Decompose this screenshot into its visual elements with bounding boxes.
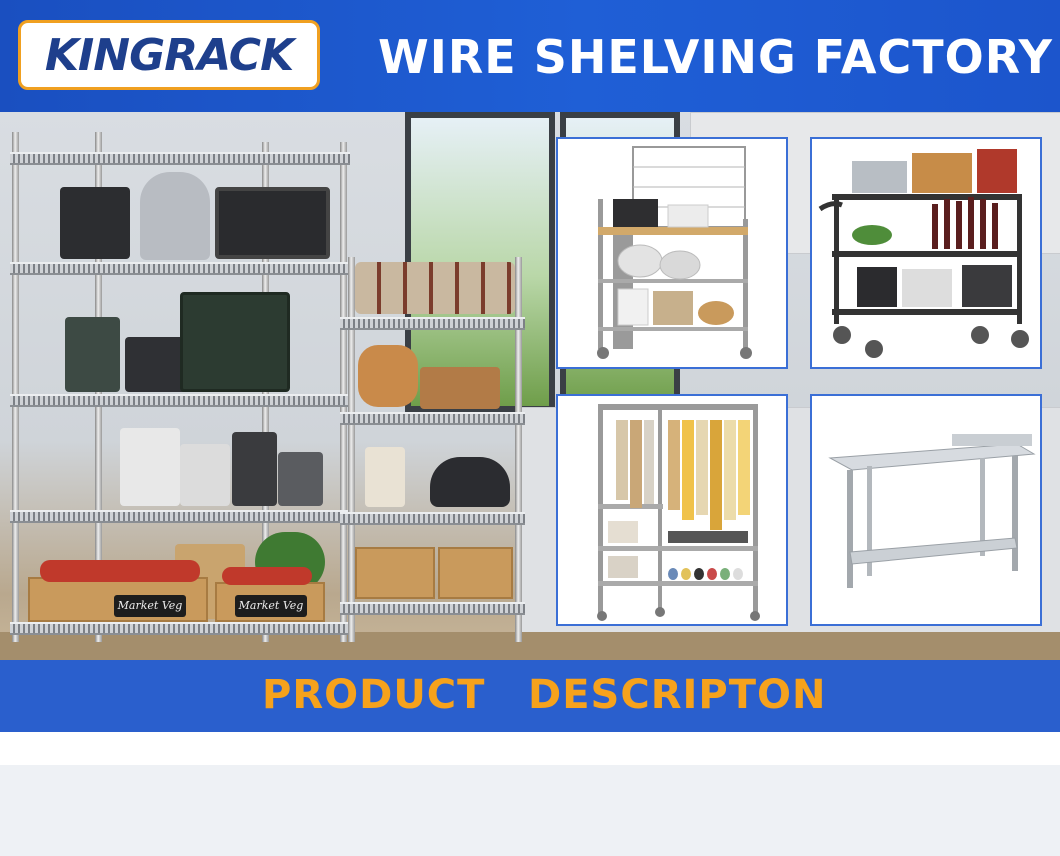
floor bbox=[0, 632, 1060, 660]
kingrack-logo: KINGRACK bbox=[18, 20, 320, 90]
footer-band bbox=[0, 660, 1060, 732]
crate-sign: Market Veg bbox=[235, 595, 307, 617]
crate-sign: Market Veg bbox=[114, 595, 186, 617]
bakers-rack-icon bbox=[597, 146, 752, 359]
footer-word-description: DESCRIPTON bbox=[528, 672, 827, 718]
bakers-rack-card bbox=[556, 137, 788, 369]
footer-banner: PRODUCT DESCRIPTON bbox=[0, 660, 1060, 765]
header-banner: KINGRACK WIRE SHELVING FACTORY bbox=[0, 0, 1060, 112]
hero-kitchen-photo: Market Veg Market Veg bbox=[0, 112, 1060, 660]
logo-text: KINGRACK bbox=[44, 29, 294, 81]
small-wire-rack bbox=[340, 257, 525, 642]
garment-rack-icon bbox=[597, 404, 760, 621]
large-wire-rack: Market Veg Market Veg bbox=[10, 132, 350, 642]
steel-work-table-card bbox=[810, 394, 1042, 626]
steel-work-table-icon bbox=[828, 434, 1036, 588]
headline: WIRE SHELVING FACTORY bbox=[378, 30, 1053, 84]
footer-word-product: PRODUCT bbox=[262, 672, 486, 718]
garment-rack-card bbox=[556, 394, 788, 626]
utility-cart-icon bbox=[818, 149, 1029, 358]
footer-title: PRODUCT DESCRIPTON bbox=[0, 672, 1060, 856]
utility-cart-card bbox=[810, 137, 1042, 369]
